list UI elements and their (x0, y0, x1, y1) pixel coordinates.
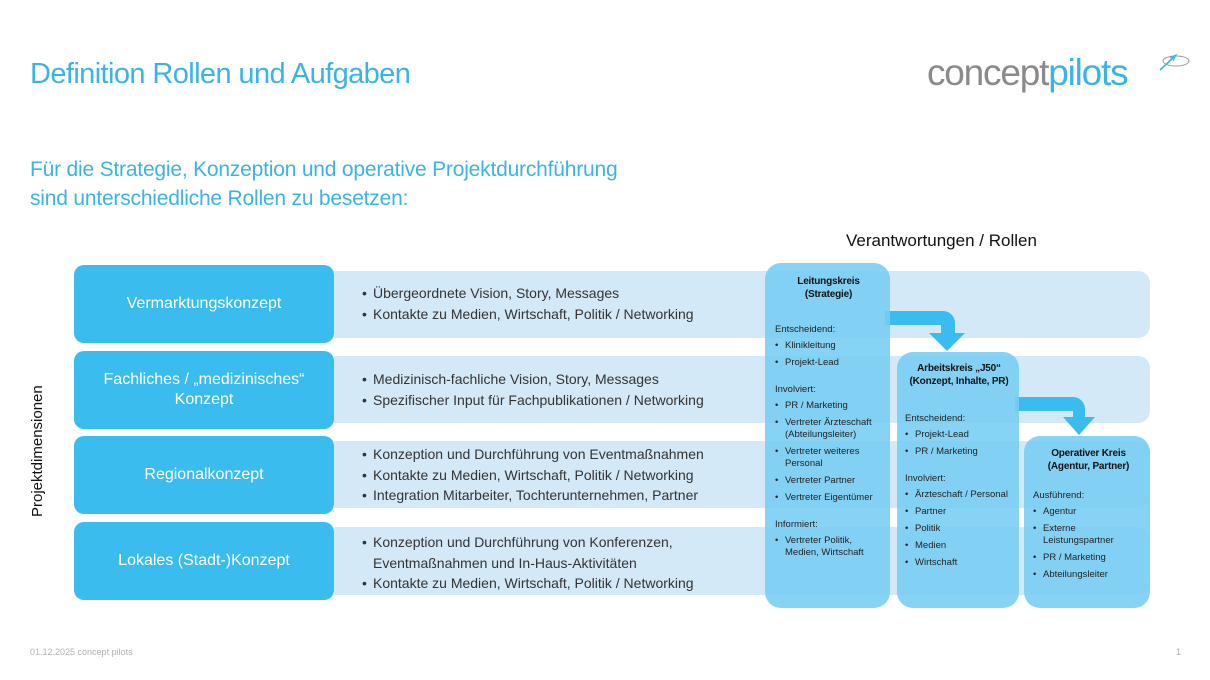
role-item: Medien (905, 540, 1013, 552)
role-item: PR / Marketing (905, 446, 1013, 458)
bullet-item: Konzeption und Durchführung von Konferen… (362, 532, 732, 573)
role-section-heading: Involviert: (905, 473, 946, 484)
role-arbeitskreis-j50: Arbeitskreis „J50“ (Konzept, Inhalte, PR… (897, 352, 1019, 608)
paper-plane-swoosh-icon (1159, 53, 1190, 71)
bullet-item: Kontakte zu Medien, Wirtschaft, Politik … (362, 304, 762, 325)
bullet-item: Kontakte zu Medien, Wirtschaft, Politik … (362, 465, 762, 486)
dimension-fachliches-konzept: Fachliches / „medizinisches“ Konzept (74, 351, 334, 429)
bullet-item: Kontakte zu Medien, Wirtschaft, Politik … (362, 573, 732, 594)
arrow-down-right-icon (885, 311, 965, 351)
dimension-2-bullets: Medizinisch-fachliche Vision, Story, Mes… (362, 369, 762, 410)
dimension-regionalkonzept: Regionalkonzept (74, 436, 334, 514)
page-number: 1 (1176, 647, 1182, 657)
role-section-list: Ärzteschaft / Personal Partner Politik M… (905, 489, 1013, 569)
logo: conceptpilots (927, 52, 1129, 94)
bullet-item: Medizinisch-fachliche Vision, Story, Mes… (362, 369, 762, 390)
role-section-list: Klinikleitung Projekt-Lead (775, 340, 882, 369)
role-item: Projekt-Lead (905, 429, 1013, 441)
role-title: Operativer Kreis (Agentur, Partner) (1047, 448, 1130, 472)
role-item: Vertreter weiteres Personal (775, 446, 882, 470)
role-item: Externe Leistungspartner (1033, 523, 1144, 547)
dimension-vermarktungskonzept: Vermarktungskonzept (74, 265, 334, 343)
dimension-label: Regionalkonzept (144, 466, 264, 483)
role-leitungskreis: Leitungskreis (Strategie) Entscheidend: … (765, 263, 890, 608)
subtitle-line-1: Für die Strategie, Konzeption und operat… (30, 158, 618, 181)
page-title: Definition Rollen und Aufgaben (30, 58, 411, 90)
role-item: Projekt-Lead (775, 357, 882, 369)
bullet-item: Spezifischer Input für Fachpublikationen… (362, 390, 762, 411)
bullet-item: Konzeption und Durchführung von Eventmaß… (362, 444, 762, 465)
logo-text-pilots: pilots (1048, 52, 1128, 93)
dimension-label: Fachliches / „medizinisches“ Konzept (103, 371, 305, 408)
role-section-list: Projekt-Lead PR / Marketing (905, 429, 1013, 458)
bullet-item: Übergeordnete Vision, Story, Messages (362, 283, 762, 304)
bullet-item: Integration Mitarbeiter, Tochterunterneh… (362, 485, 762, 506)
dimension-1-bullets: Übergeordnete Vision, Story, Messages Ko… (362, 283, 762, 324)
dimension-4-bullets: Konzeption und Durchführung von Konferen… (362, 532, 732, 594)
role-item: Vertreter Partner (775, 475, 882, 487)
subtitle-line-2: sind unterschiedliche Rollen zu besetzen… (30, 187, 409, 210)
role-section-list: Vertreter Politik, Medien, Wirtschaft (775, 535, 882, 559)
role-item: Vertreter Eigentümer (775, 492, 882, 504)
role-item: Agentur (1033, 506, 1144, 518)
role-item: Partner (905, 506, 1013, 518)
role-item: Politik (905, 523, 1013, 535)
role-title: Leitungskreis (Strategie) (797, 276, 860, 300)
role-operativer-kreis: Operativer Kreis (Agentur, Partner) Ausf… (1024, 436, 1150, 608)
dimension-label: Lokales (Stadt-)Konzept (118, 552, 290, 569)
role-item: Abteilungsleiter (1033, 569, 1144, 581)
role-section-list: Agentur Externe Leistungspartner PR / Ma… (1033, 506, 1144, 581)
logo-text-concept: concept (927, 52, 1049, 93)
roles-heading: Verantwortungen / Rollen (846, 231, 1037, 250)
role-title: Arbeitskreis „J50“ (Konzept, Inhalte, PR… (909, 363, 1009, 387)
subtitle: Für die Strategie, Konzeption und operat… (30, 155, 618, 213)
role-section-heading: Involviert: (775, 384, 816, 395)
axis-label-projektdimensionen: Projektdimensionen (29, 385, 46, 517)
arrow-down-right-icon (1015, 397, 1095, 435)
dimension-label: Vermarktungskonzept (126, 295, 282, 312)
footer-text: 01.12.2025 concept pilots (30, 647, 133, 657)
role-item: Vertreter Ärzteschaft (Abteilungsleiter) (775, 417, 882, 441)
role-section-list: PR / Marketing Vertreter Ärzteschaft (Ab… (775, 400, 882, 504)
role-item: PR / Marketing (1033, 552, 1144, 564)
dimension-lokales-konzept: Lokales (Stadt-)Konzept (74, 522, 334, 600)
role-section-heading: Entscheidend: (905, 413, 966, 424)
dimension-3-bullets: Konzeption und Durchführung von Eventmaß… (362, 444, 762, 506)
role-section-heading: Entscheidend: (775, 324, 836, 335)
role-section-heading: Ausführend: (1033, 490, 1085, 501)
role-item: Ärzteschaft / Personal (905, 489, 1013, 501)
role-section-heading: Informiert: (775, 519, 818, 530)
role-item: Vertreter Politik, Medien, Wirtschaft (775, 535, 882, 559)
role-item: Klinikleitung (775, 340, 882, 352)
role-item: Wirtschaft (905, 557, 1013, 569)
role-item: PR / Marketing (775, 400, 882, 412)
